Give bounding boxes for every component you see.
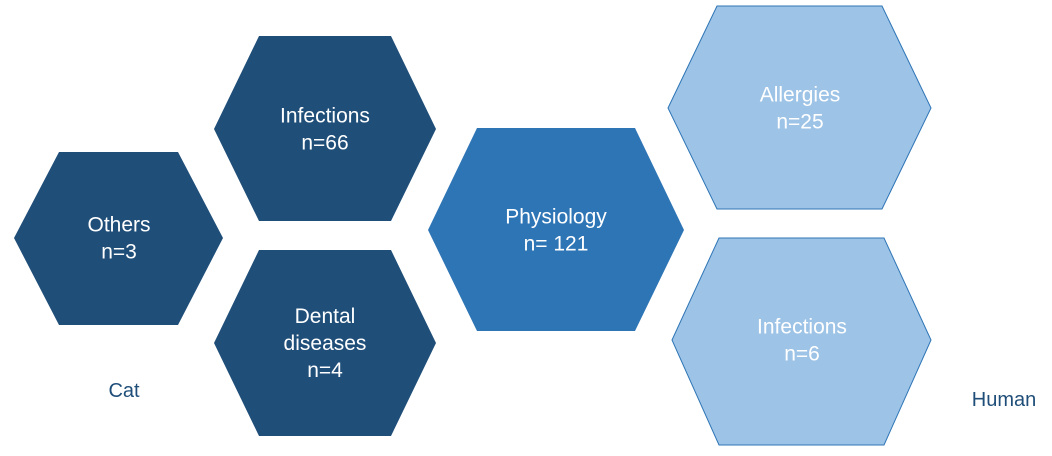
hexagon-text-infections-human: n=6	[784, 343, 820, 366]
hexagon-others: Others n=3	[14, 152, 223, 325]
hexagon-text-dental-diseases: diseases	[284, 332, 367, 355]
hexagon-shape-infections-human	[671, 237, 932, 446]
hexagon-text-dental-diseases: n=4	[307, 359, 343, 382]
hexagon-physiology: Physiology n= 121	[428, 128, 684, 331]
hexagon-shape-others	[14, 152, 223, 325]
hexagon-allergies: Allergies n=25	[667, 5, 932, 210]
hexagon-text-infections-human: Infections	[757, 316, 847, 339]
hexagon-text-infections-cat: Infections	[280, 105, 370, 128]
hexagon-infections-cat: Infections n=66	[214, 36, 436, 221]
hexagon-shape-allergies	[667, 5, 932, 210]
hexagon-text-dental-diseases: Dental	[295, 305, 356, 328]
hexagon-text-allergies: Allergies	[760, 84, 841, 107]
hexagon-shape-dental-diseases	[214, 250, 436, 436]
hexagon-text-allergies: n=25	[776, 111, 823, 134]
hexagon-layer: Othersn=3Infectionsn=66Dentaldiseasesn=4…	[14, 5, 932, 446]
human-label: Human	[972, 389, 1036, 411]
hexagon-shape-infections-cat	[214, 36, 436, 221]
hexagon-shape-physiology	[428, 128, 684, 331]
hexagon-dental-diseases: Dental diseases n=4	[214, 250, 436, 436]
hexagon-text-physiology: Physiology	[505, 206, 607, 229]
hexagon-infections-human: Infections n=6	[671, 237, 932, 446]
hexagon-text-others: n=3	[101, 241, 137, 264]
hexagon-text-others: Others	[87, 214, 150, 237]
hexagon-text-physiology: n= 121	[524, 233, 589, 256]
cat-label: Cat	[108, 380, 140, 402]
hexagon-text-infections-cat: n=66	[301, 132, 348, 155]
